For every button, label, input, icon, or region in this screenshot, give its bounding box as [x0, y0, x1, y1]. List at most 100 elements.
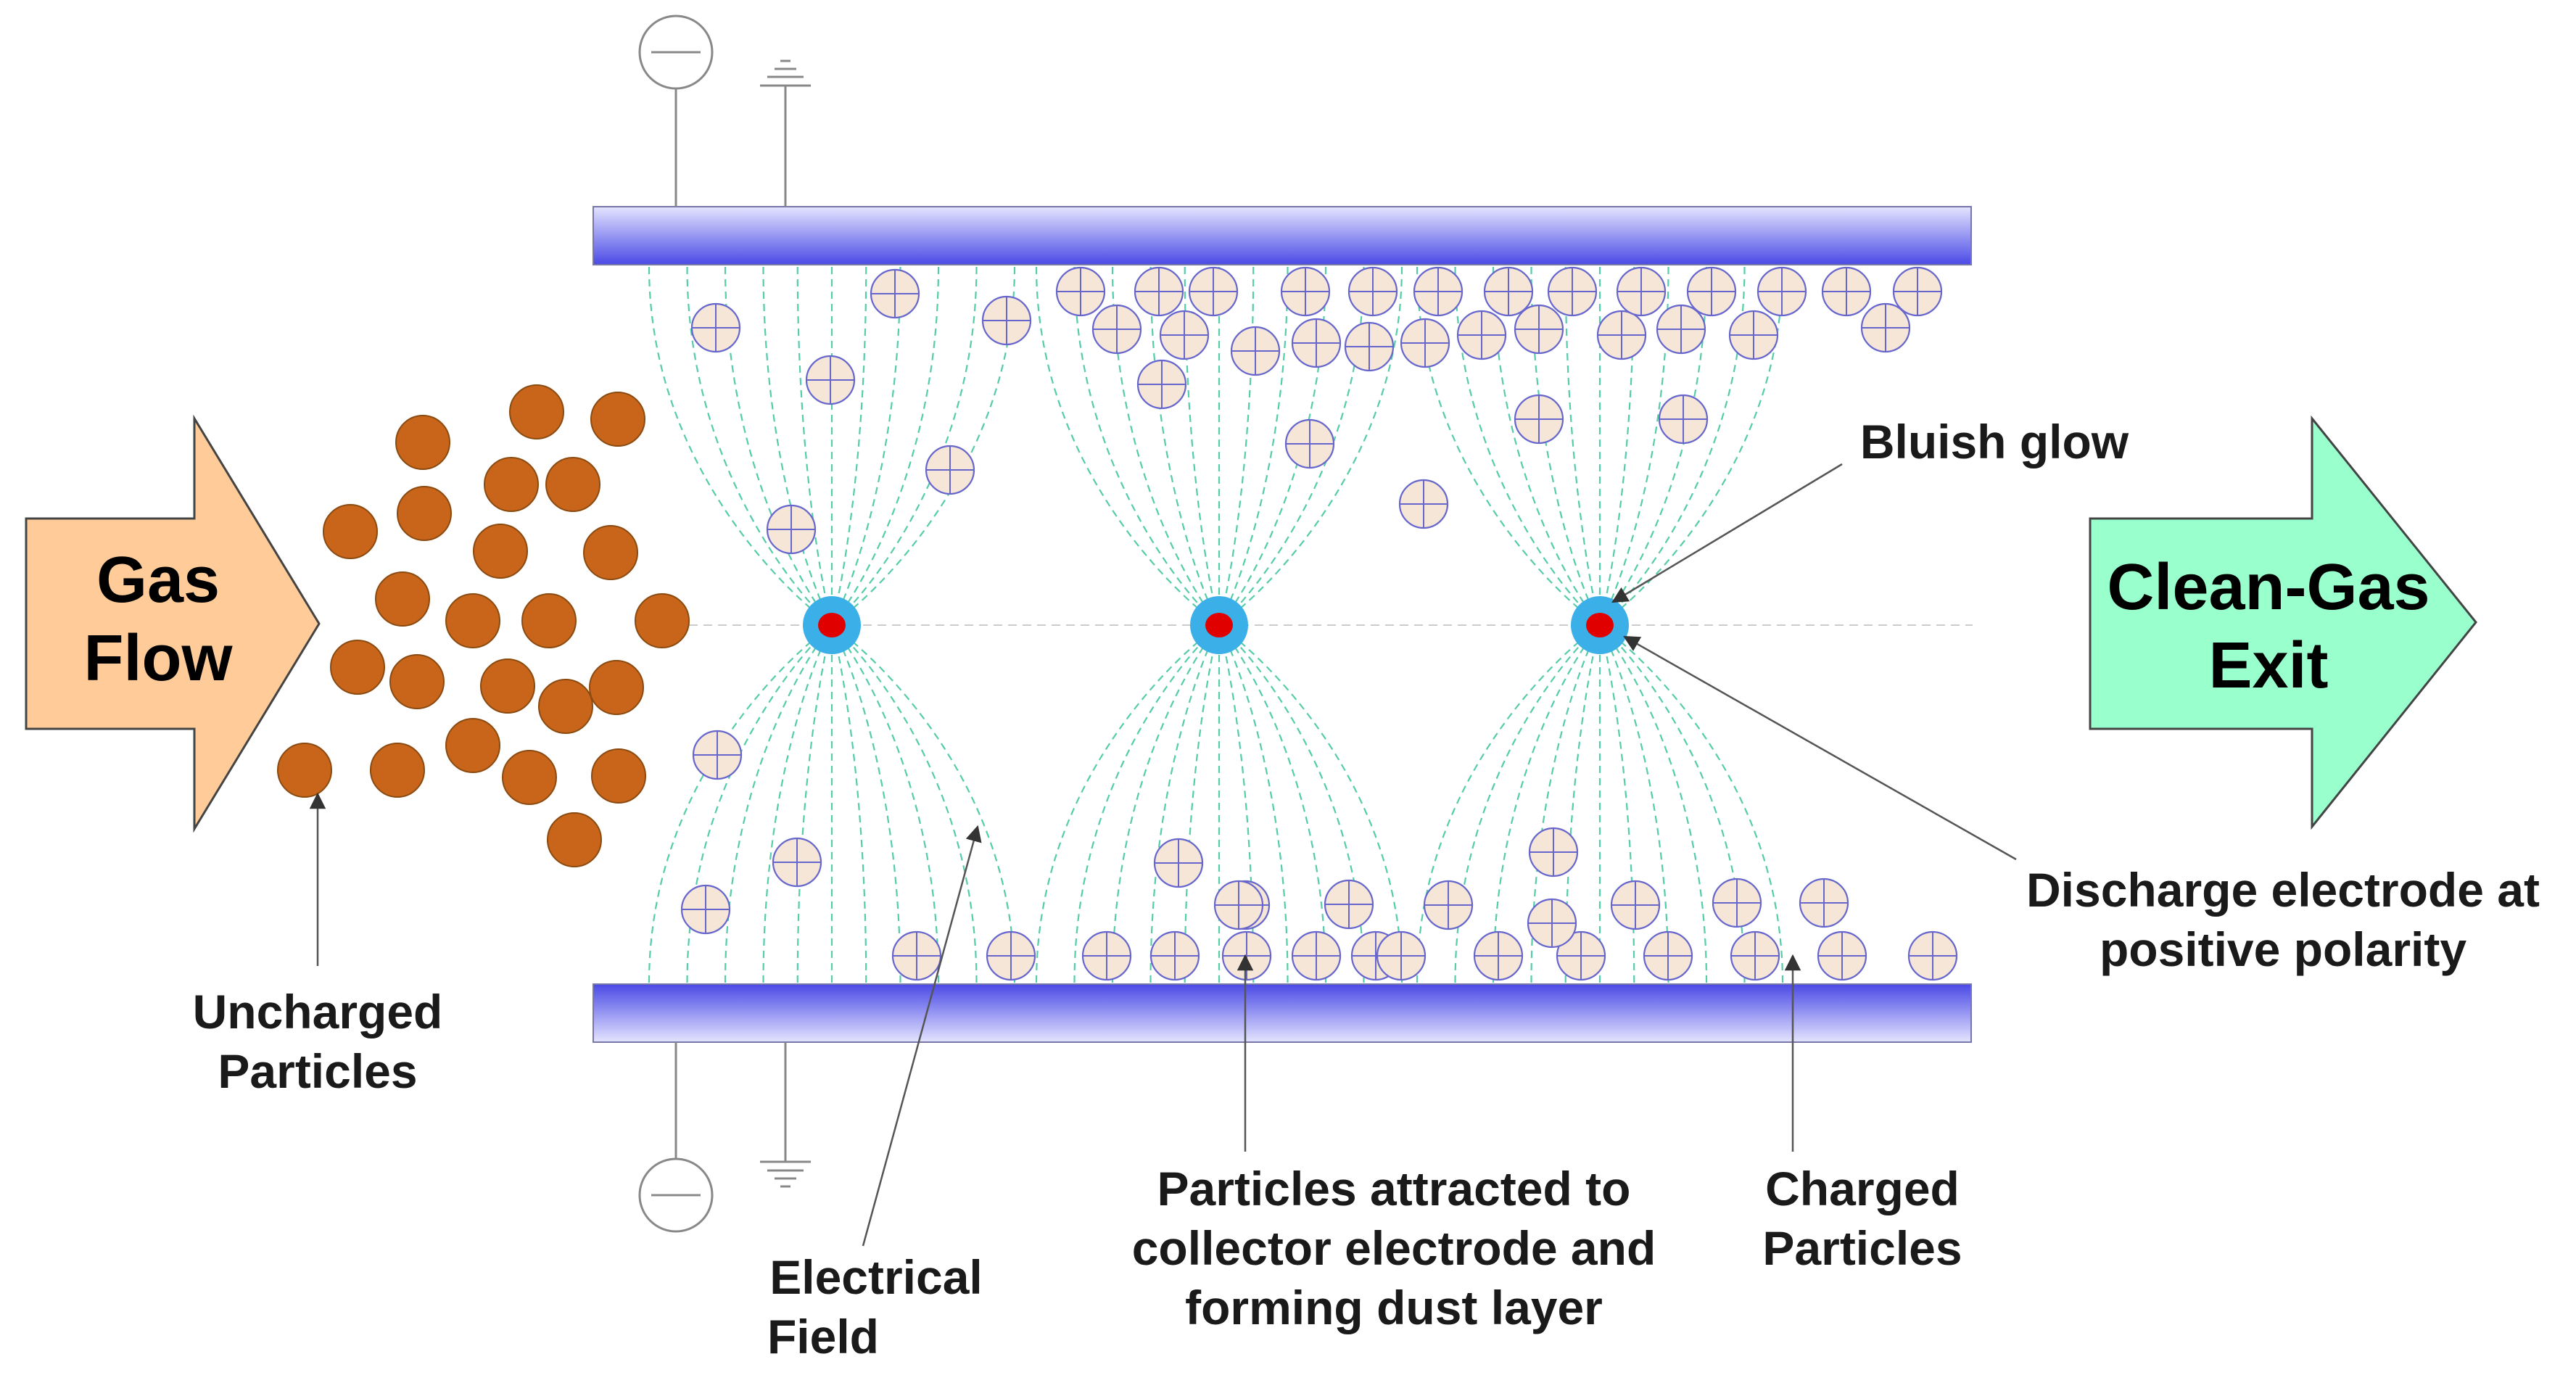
discharge-electrode-2 — [1190, 596, 1248, 654]
clean-gas-label-line2: Exit — [2208, 629, 2328, 702]
field-line — [796, 624, 833, 983]
charged-particle — [1799, 878, 1849, 928]
uncharged-particle — [590, 392, 645, 447]
charged-particle — [1136, 359, 1187, 410]
gas-flow-arrow: Gas Flow — [25, 414, 321, 833]
electrical-field-label-line2: Field — [767, 1310, 879, 1363]
uncharged-particle — [397, 486, 452, 541]
electrical-field-label-line1: Electrical — [769, 1250, 983, 1304]
charged-particle — [1686, 266, 1737, 317]
discharge-electrode-1 — [803, 596, 861, 654]
charged-particle — [1413, 266, 1464, 317]
charged-particles-label-line2: Particles — [1762, 1221, 1962, 1275]
uncharged-particle — [389, 654, 445, 709]
charged-particle — [1610, 880, 1661, 930]
top-collector-plate — [593, 206, 1972, 265]
charged-particle — [1596, 310, 1647, 360]
uncharged-particle — [484, 457, 539, 512]
uncharged-particle — [473, 524, 528, 579]
gas-flow-label-line2: Flow — [84, 622, 234, 695]
field-line — [1598, 624, 1635, 983]
top-ground-symbol — [760, 59, 811, 207]
uncharged-particle — [502, 750, 557, 805]
charged-particle — [1284, 418, 1335, 469]
charged-particle — [680, 884, 731, 935]
charged-particle — [1821, 266, 1872, 317]
charged-particle — [1616, 266, 1667, 317]
field-line — [648, 624, 833, 983]
charged-particle — [1324, 879, 1374, 930]
charged-particle — [1728, 310, 1779, 360]
uncharged-particles-group — [277, 384, 690, 867]
charged-particle — [1149, 930, 1200, 981]
charged-particle — [981, 295, 1032, 346]
discharge-electrode-label-line1: Discharge electrode at — [2026, 863, 2540, 917]
uncharged-particle — [583, 525, 638, 580]
charged-particle — [772, 837, 822, 888]
uncharged-particle — [277, 743, 332, 798]
charged-particle — [1456, 310, 1507, 360]
field-line — [1073, 624, 1220, 983]
charged-particle — [1091, 304, 1142, 355]
uncharged-particle — [480, 658, 535, 714]
charged-particle — [1473, 930, 1524, 981]
collector-label-line3: forming dust layer — [1185, 1281, 1603, 1334]
charged-particle — [986, 930, 1036, 981]
field-line — [1111, 624, 1220, 983]
field-line — [1035, 624, 1220, 983]
charged-particle — [1188, 266, 1239, 317]
charged-particles-label-line1: Charged — [1765, 1162, 1960, 1215]
uncharged-particle — [538, 679, 593, 734]
charged-particle — [1055, 266, 1106, 317]
field-line — [1184, 624, 1221, 983]
charged-particles-group — [680, 266, 1958, 981]
field-line — [831, 624, 1016, 983]
charged-particle — [1423, 880, 1474, 930]
charged-particle — [1159, 310, 1210, 360]
charged-particle — [1907, 930, 1958, 981]
discharge-electrode-pointer — [1623, 635, 2017, 861]
bottom-ground-symbol — [760, 1042, 811, 1188]
top-negative-terminal — [638, 15, 714, 207]
charged-particle — [1291, 318, 1342, 368]
charged-particle — [1398, 479, 1449, 529]
field-line — [648, 266, 833, 626]
charged-particle — [1291, 930, 1342, 981]
discharge-electrode-label-line2: positive polarity — [2100, 922, 2466, 976]
charged-particle — [1483, 266, 1534, 317]
charged-particle — [1892, 266, 1943, 317]
bluish-glow-label: Bluish glow — [1860, 415, 2129, 468]
uncharged-particle — [509, 384, 564, 439]
charged-particle — [1817, 930, 1867, 981]
charged-particle — [1344, 321, 1395, 372]
charged-particle — [1860, 302, 1911, 353]
charged-particle — [1153, 838, 1204, 888]
collector-label-line2: collector electrode and — [1132, 1221, 1656, 1275]
charged-particle — [891, 930, 942, 981]
uncharged-particles-label-line1: Uncharged — [193, 985, 443, 1039]
field-line — [831, 266, 940, 626]
charged-particle — [870, 268, 920, 319]
uncharged-particle — [323, 504, 378, 559]
field-line — [1599, 624, 1708, 983]
charged-particle — [690, 302, 741, 353]
charged-particle — [692, 730, 743, 780]
charged-particle — [1230, 326, 1281, 376]
uncharged-particle — [591, 748, 646, 804]
charged-particle — [1547, 266, 1598, 317]
field-line — [1035, 266, 1220, 626]
charged-particle — [1376, 930, 1427, 981]
field-line — [1218, 624, 1327, 983]
charged-particle — [766, 504, 817, 555]
field-line — [1218, 266, 1403, 626]
uncharged-particle — [330, 640, 385, 695]
clean-gas-label-line1: Clean-Gas — [2107, 551, 2430, 624]
field-line — [1599, 266, 1708, 626]
uncharged-particle — [545, 457, 600, 512]
charged-particle — [1400, 318, 1450, 368]
charged-particle — [925, 445, 975, 495]
uncharged-particle — [395, 415, 450, 470]
field-line — [1564, 266, 1601, 626]
charged-particle — [1643, 930, 1693, 981]
discharge-electrode-3 — [1571, 596, 1629, 654]
